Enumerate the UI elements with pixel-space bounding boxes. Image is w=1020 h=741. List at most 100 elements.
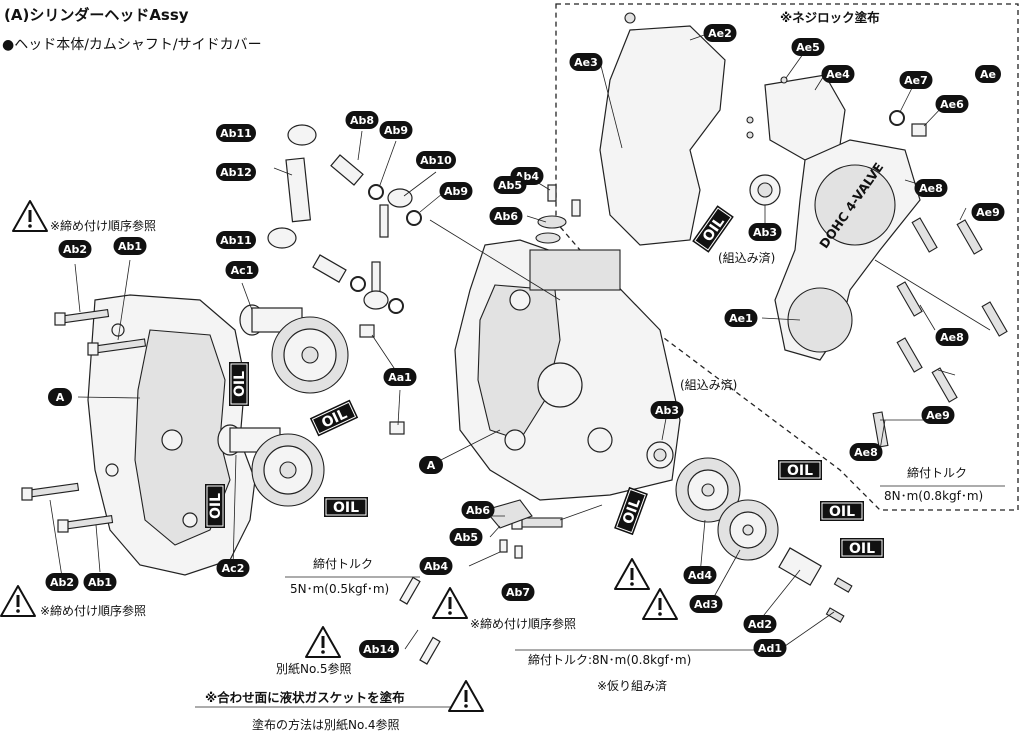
- part-label-ab2-1: Ab2: [58, 240, 92, 258]
- svg-text:Ae9: Ae9: [976, 206, 1000, 219]
- oil-tag: OIL: [820, 501, 864, 521]
- part-label-ab10: Ab10: [416, 151, 456, 169]
- part-label-ab12: Ab12: [216, 163, 256, 181]
- svg-text:Ab7: Ab7: [506, 586, 530, 599]
- part-label-ae7: Ae7: [899, 71, 933, 89]
- annotations: ※ネジロック塗布 ※締め付け順序参照 ※締め付け順序参照 ※締め付け順序参照 (…: [40, 10, 983, 732]
- warning-triangle-icon: [614, 558, 650, 590]
- svg-text:Aa1: Aa1: [388, 371, 412, 384]
- part-label-ab7: Ab7: [501, 583, 535, 601]
- svg-text:Ad3: Ad3: [694, 598, 718, 611]
- svg-text:Ae3: Ae3: [574, 56, 598, 69]
- part-label-ae: Ae: [975, 65, 1001, 83]
- svg-text:OIL: OIL: [208, 493, 224, 519]
- svg-text:OIL: OIL: [849, 541, 875, 557]
- part-label-ad2: Ad2: [743, 615, 777, 633]
- svg-text:Ab1: Ab1: [118, 240, 142, 253]
- svg-text:A: A: [427, 459, 436, 472]
- part-label-ab1-2: Ab1: [83, 573, 117, 591]
- svg-text:Ae9: Ae9: [926, 409, 950, 422]
- top-small-parts: [535, 184, 581, 244]
- tighten-order-note-1: ※締め付け順序参照: [50, 218, 156, 233]
- part-label-ae8-1: Ae8: [914, 179, 948, 197]
- svg-text:Ad2: Ad2: [748, 618, 772, 631]
- svg-text:Ae8: Ae8: [940, 331, 964, 344]
- warning-triangle-icon: [305, 626, 341, 658]
- part-label-ac2: Ac2: [216, 559, 250, 577]
- svg-text:Ab8: Ab8: [350, 114, 374, 127]
- dowel-pins: [399, 576, 441, 665]
- svg-text:OIL: OIL: [333, 500, 359, 516]
- oil-tag: OIL: [692, 205, 734, 253]
- svg-text:Ab9: Ab9: [384, 124, 408, 137]
- svg-text:Ab9: Ab9: [444, 185, 468, 198]
- part-label-ac1: Ac1: [225, 261, 259, 279]
- svg-text:Ab3: Ab3: [655, 404, 679, 417]
- svg-text:Ab11: Ab11: [220, 234, 252, 247]
- svg-text:Ae8: Ae8: [919, 182, 943, 195]
- part-label-ab9-2: Ab9: [439, 182, 473, 200]
- part-label-ab3-2: Ab3: [650, 401, 684, 419]
- svg-text:Ab11: Ab11: [220, 127, 252, 140]
- svg-text:Ae4: Ae4: [826, 68, 850, 81]
- torque-full-note: 締付トルク:8N･m(0.8kgf･m): [528, 652, 691, 667]
- torque-value-1: 5N･m(0.5kgf･m): [290, 582, 389, 596]
- svg-text:Ab3: Ab3: [753, 226, 777, 239]
- svg-text:Ab10: Ab10: [420, 154, 452, 167]
- svg-text:Ab2: Ab2: [63, 243, 87, 256]
- svg-text:OIL: OIL: [829, 504, 855, 520]
- oil-tag: OIL: [778, 460, 822, 480]
- part-label-ab11-1: Ab11: [216, 124, 256, 142]
- svg-text:OIL: OIL: [620, 496, 644, 526]
- part-label-ae3: Ae3: [569, 53, 603, 71]
- svg-text:Ab6: Ab6: [466, 504, 490, 517]
- warning-triangle-icon: [642, 588, 678, 620]
- svg-text:Ad4: Ad4: [688, 569, 712, 582]
- svg-text:Ab4: Ab4: [424, 560, 448, 573]
- svg-text:Ab5: Ab5: [454, 531, 478, 544]
- part-label-ae8-2: Ae8: [935, 328, 969, 346]
- part-label-ab14: Ab14: [359, 640, 399, 658]
- part-label-ae5: Ae5: [791, 38, 825, 56]
- screw-lock-note: ※ネジロック塗布: [780, 10, 880, 25]
- oil-tag: OIL: [205, 484, 225, 528]
- oil-tag: OIL: [324, 497, 368, 517]
- separate-sheet-note: 別紙No.5参照: [276, 661, 352, 676]
- svg-text:Ae2: Ae2: [708, 27, 732, 40]
- part-label-ab9-1: Ab9: [379, 121, 413, 139]
- head-body-center: [454, 239, 681, 501]
- temporary-assembly-note: ※仮り組み済: [597, 678, 667, 693]
- svg-text:Ab5: Ab5: [498, 179, 522, 192]
- part-label-ae8-3: Ae8: [849, 443, 883, 461]
- svg-text:Ae5: Ae5: [796, 41, 820, 54]
- svg-text:Ab12: Ab12: [220, 166, 252, 179]
- part-label-ab8: Ab8: [345, 111, 379, 129]
- part-label-aa1: Aa1: [383, 368, 417, 386]
- part-label-ae4: Ae4: [821, 65, 855, 83]
- camshafts: [217, 304, 349, 507]
- part-label-ab3-1: Ab3: [748, 223, 782, 241]
- svg-text:Ac1: Ac1: [231, 264, 254, 277]
- oil-tag: OIL: [309, 399, 359, 437]
- part-label-ad3: Ad3: [689, 595, 723, 613]
- warning-triangle-icon: [0, 585, 36, 617]
- tighten-order-note-3: ※締め付け順序参照: [470, 616, 576, 631]
- svg-text:OIL: OIL: [787, 463, 813, 479]
- warnings: [0, 200, 678, 712]
- svg-text:A: A: [56, 391, 65, 404]
- oil-tag: OIL: [614, 486, 648, 536]
- svg-text:Ab14: Ab14: [363, 643, 395, 656]
- part-label-ae2: Ae2: [703, 24, 737, 42]
- side-cover-parts: DOHC 4-VALVE: [599, 12, 1008, 448]
- svg-text:Ab2: Ab2: [50, 576, 74, 589]
- rocker-parts: [267, 124, 317, 249]
- svg-text:OIL: OIL: [232, 371, 248, 397]
- part-label-ab5-1: Ab5: [493, 176, 527, 194]
- idler-gears: [675, 457, 853, 623]
- part-label-ad1: Ad1: [753, 639, 787, 657]
- gasket-note: ※合わせ面に液状ガスケットを塗布: [205, 690, 405, 705]
- part-label-ae9-1: Ae9: [971, 203, 1005, 221]
- tighten-order-note-2: ※締め付け順序参照: [40, 603, 146, 618]
- svg-text:Ab6: Ab6: [494, 210, 518, 223]
- page-subtitle: ●ヘッド本体/カムシャフト/サイドカバー: [2, 37, 262, 53]
